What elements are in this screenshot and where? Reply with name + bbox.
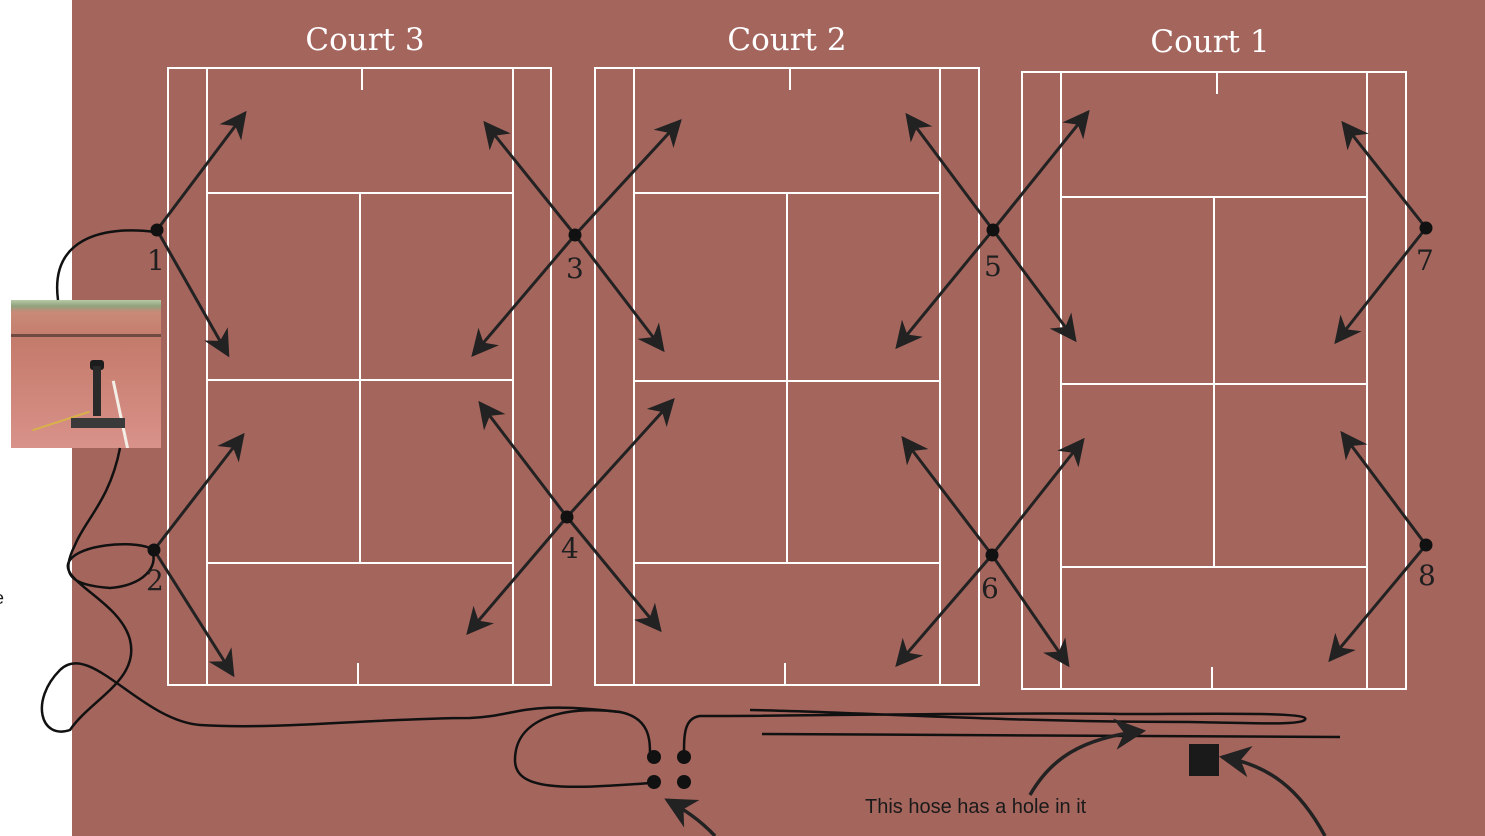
- sprinkler-head-7: [1419, 221, 1433, 235]
- sprinkler-label-2: 2: [146, 564, 164, 597]
- spray-arrow-2-1: [152, 432, 245, 551]
- valve-box-icon: [1189, 744, 1219, 776]
- spray-arrow-4-2: [565, 397, 675, 519]
- sprinkler-label-5: 5: [984, 250, 1002, 283]
- sprinkler-label-3: 3: [566, 252, 584, 285]
- spray-arrow-1-2: [155, 229, 230, 358]
- valve-box-arrow: [1218, 746, 1327, 836]
- spray-arrow-4-4: [565, 516, 662, 633]
- cutoff-text: e: [0, 588, 4, 609]
- court-2: [594, 67, 980, 686]
- sprinkler-photo: [11, 300, 161, 448]
- hose-lines: [40, 229, 1341, 789]
- hose-hole-note: This hose has a hole in it: [865, 796, 1087, 818]
- sprinkler-heads: [147, 221, 1433, 562]
- court-1-title: Court 1: [1150, 24, 1269, 60]
- photo-sprinkler-pole: [93, 366, 101, 416]
- court-1: [1021, 71, 1407, 690]
- spray-arrow-5-2: [991, 109, 1090, 231]
- sprinkler-head-3: [568, 228, 582, 242]
- spray-arrow-3-4: [573, 234, 665, 353]
- spray-arrow-5-4: [991, 229, 1077, 343]
- spray-arrow-5-3: [895, 229, 995, 350]
- sprinkler-head-8: [1419, 538, 1433, 552]
- sprinkler-label-6: 6: [981, 572, 999, 605]
- spray-arrow-6-3: [895, 554, 994, 668]
- spray-arrows: [152, 109, 1428, 678]
- spray-arrow-3-1: [483, 120, 577, 236]
- spray-arrow-6-2: [990, 437, 1085, 556]
- sprinkler-head-4: [560, 510, 574, 524]
- sprinkler-head-5: [986, 223, 1000, 237]
- sprinkler-label-1: 1: [147, 244, 165, 277]
- spray-arrow-2-2: [152, 549, 235, 678]
- spray-arrow-1-1: [155, 110, 247, 231]
- sprinkler-head-2: [147, 543, 161, 557]
- sprinkler-label-4: 4: [561, 532, 579, 565]
- spray-arrow-5-1: [905, 112, 995, 231]
- spray-arrow-6-4: [990, 554, 1070, 668]
- photo-sprinkler-head: [90, 360, 104, 370]
- spray-arrow-4-1: [478, 400, 569, 518]
- spray-arrow-7-1: [1341, 120, 1428, 229]
- valves: [647, 750, 691, 789]
- sprinkler-head-1: [150, 223, 164, 237]
- clay-background: [72, 0, 1485, 836]
- court-2-title: Court 2: [727, 22, 846, 58]
- spray-arrow-3-3: [471, 234, 577, 358]
- spray-arrow-8-2: [1328, 544, 1428, 663]
- photo-net: [11, 334, 161, 337]
- court-3: [167, 67, 552, 686]
- photo-sprinkler-base: [71, 418, 125, 428]
- hose-hole-arrow: [1028, 718, 1147, 796]
- valves-arrow: [664, 798, 717, 836]
- spray-arrow-4-3: [466, 516, 569, 636]
- sprinkler-head-6: [985, 548, 999, 562]
- spray-arrow-6-1: [901, 435, 994, 556]
- sprinkler-label-7: 7: [1416, 244, 1434, 277]
- spray-arrow-8-1: [1340, 430, 1428, 546]
- spray-arrow-7-2: [1334, 227, 1428, 345]
- court-3-title: Court 3: [305, 22, 424, 58]
- sprinkler-label-8: 8: [1418, 559, 1436, 592]
- spray-arrow-3-2: [573, 119, 682, 237]
